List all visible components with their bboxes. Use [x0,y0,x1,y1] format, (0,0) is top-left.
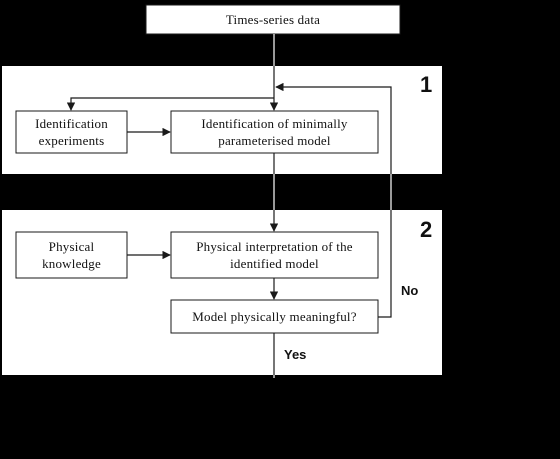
no-label: No [401,283,419,298]
identification-model-label: Identification of minimally parameterise… [201,116,348,148]
physical-interpretation-label: Physical interpretation of the identifie… [196,239,353,271]
decision-label: Model physically meaningful? [192,309,357,324]
stage-2-number: 2 [420,217,433,242]
decision-box [170,299,379,334]
stage-1-number: 1 [420,72,433,97]
identification-experiments-label: Identification experiments [35,116,108,148]
identification-model-box [170,110,379,154]
source-label: Times-series data [225,12,321,27]
edge-to-identification-experiments [66,97,274,111]
source-box [145,4,401,35]
physical-interpretation-box [170,231,379,279]
physical-knowledge-label: Physical knowledge [42,239,101,271]
physical-knowledge-box [15,231,128,279]
yes-label: Yes [284,347,307,362]
